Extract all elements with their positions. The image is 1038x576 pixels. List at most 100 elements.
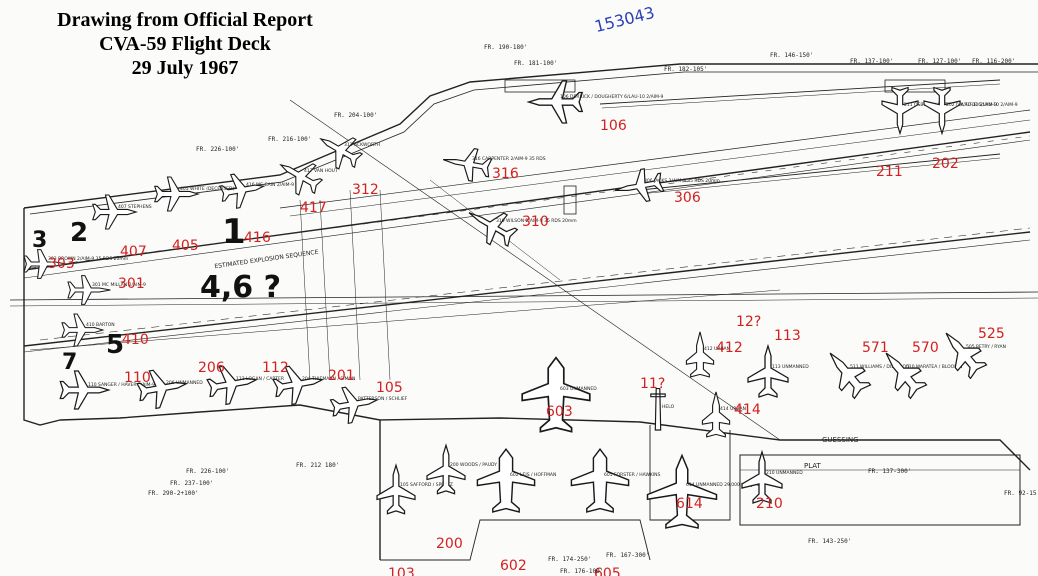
handwritten-aircraft-number: 110 xyxy=(124,370,151,386)
handwritten-aircraft-number: 301 xyxy=(118,276,145,292)
aircraft-label: 605 FORSTER / HAWKINS xyxy=(604,472,661,478)
aircraft-label: 511 WILLIAMS / DISELROD xyxy=(850,364,910,370)
aircraft-a414 xyxy=(701,391,731,438)
frame-position-label: FR. 212 180' xyxy=(296,462,340,469)
aircraft-a206 xyxy=(136,369,189,410)
frame-position-label: FR. 167-300' xyxy=(606,552,650,559)
aircraft-label: 316 CARPENTER 2/AIM-9 35 RDS xyxy=(472,156,546,162)
handwritten-aircraft-number: 106 xyxy=(600,118,627,134)
caption-line-2: CVA-59 Flight Deck xyxy=(99,33,271,55)
explosion-order-number: 2 xyxy=(70,218,89,248)
handwritten-aircraft-number: 206 xyxy=(198,360,225,376)
aircraft-label: 306 JACKS 2/AIM-9 35 RDS 20mm xyxy=(644,178,720,184)
aircraft-a614 xyxy=(646,453,718,529)
aircraft-label: 106 DERRICK / DOUGHERTY 6/LAU-10 2/AIM-9 xyxy=(560,94,664,100)
frame-position-label: FR. 190-180' xyxy=(484,44,528,51)
aircraft-silhouette xyxy=(153,176,201,212)
deck-area-label: GUESSING xyxy=(822,436,859,444)
handwritten-aircraft-number: 200 xyxy=(436,536,463,552)
aircraft-a200 xyxy=(426,443,466,495)
frame-position-label: FR. 116-200' xyxy=(972,58,1016,65)
frame-position-label: FR. 182-105' xyxy=(664,66,708,73)
aircraft-a316 xyxy=(442,148,493,182)
aircraft-silhouette xyxy=(614,168,665,202)
aircraft-label: 407 STEPHENS xyxy=(118,204,152,210)
aircraft-silhouette xyxy=(61,313,105,347)
aircraft-a303 xyxy=(23,249,67,279)
aircraft-silhouette xyxy=(91,194,139,230)
aircraft-silhouette xyxy=(701,391,731,438)
frame-position-label: FR. 146-150' xyxy=(770,52,814,59)
aircraft-silhouette xyxy=(829,352,872,400)
frame-position-label: FR. 127-100' xyxy=(918,58,962,65)
aircraft-a407 xyxy=(91,194,139,230)
aircraft-a505 xyxy=(945,332,988,380)
aircraft-label: 206 UNMANNED xyxy=(166,380,203,386)
aircraft-silhouette xyxy=(521,356,591,433)
aircraft-label: 105 SAFFORD / SPEETZ xyxy=(400,482,453,488)
aircraft-label: 110 SANGER / HAVER 2/AIM-9 xyxy=(88,382,155,388)
aircraft-silhouette xyxy=(646,453,718,529)
aircraft-a202 xyxy=(923,86,961,136)
aircraft-label: 210 UNMANNED xyxy=(766,470,803,476)
aircraft-silhouette xyxy=(206,365,259,406)
handwritten-aircraft-number: 416 xyxy=(244,230,271,246)
aircraft-a105 xyxy=(376,463,416,515)
aircraft-silhouette xyxy=(923,86,961,136)
aircraft-a510 xyxy=(885,352,928,400)
frame-position-label: FR. 92-15' xyxy=(1004,490,1038,497)
frame-position-label: FR. 216-100' xyxy=(268,136,312,143)
frame-position-label: FR. 137-100' xyxy=(850,58,894,65)
aircraft-label: 614 UNMANNED 29,000 LBS JP-5 xyxy=(686,482,760,488)
frame-position-label: FR. 237-100' xyxy=(170,480,214,487)
aircraft-silhouette xyxy=(442,148,493,182)
handwritten-aircraft-number: 201 xyxy=(328,368,355,384)
aircraft-heli xyxy=(650,388,666,431)
aircraft-silhouette xyxy=(741,449,783,504)
aircraft-silhouette xyxy=(67,275,111,305)
aircraft-silhouette xyxy=(570,448,630,513)
deck-outline xyxy=(9,63,1038,561)
aircraft-a412 xyxy=(685,331,715,378)
aircraft-a310 xyxy=(468,212,519,248)
aircraft-label: 200 WOODS / PAUDY xyxy=(450,462,497,468)
aircraft-a204 xyxy=(272,365,325,406)
frame-position-label: FR. 226-100' xyxy=(196,146,240,153)
aircraft-a605 xyxy=(570,448,630,513)
aircraft-a511 xyxy=(829,352,872,400)
handwritten-aircraft-number: 605 xyxy=(594,566,621,576)
aircraft-label: 510 MARATEA / BLOODIN xyxy=(906,364,962,370)
diagram-caption: Drawing from Official Report CVA-59 Flig… xyxy=(40,8,330,80)
aircraft-silhouette xyxy=(747,343,789,398)
frame-position-label: FR. 290-2+100' xyxy=(148,490,199,497)
aircraft-a110 xyxy=(59,370,111,410)
handwritten-aircraft-number: 112 xyxy=(262,360,289,376)
aircraft-label: 113 UNMANNED xyxy=(772,364,809,370)
aircraft-silhouette xyxy=(685,331,715,378)
aircraft-label: 603 UNMANNED xyxy=(560,386,597,392)
aircraft-a405 xyxy=(153,176,201,212)
aircraft-label: 410 BARTON xyxy=(86,322,115,328)
deck-edge-marks xyxy=(29,135,1031,341)
explosion-order-number: 5 xyxy=(106,330,125,360)
handwritten-aircraft-number: 316 xyxy=(492,166,519,182)
handwritten-aircraft-number: 414 xyxy=(734,402,761,418)
aircraft-silhouette xyxy=(279,163,324,196)
handwritten-aircraft-number: 410 xyxy=(122,332,149,348)
handwritten-aircraft-number: 11? xyxy=(640,376,666,392)
aircraft-label: 505 PETRY / RYAN xyxy=(966,344,1006,350)
aircraft-label: 412 URBAN xyxy=(704,346,730,352)
aircraft-a210 xyxy=(741,449,783,504)
handwritten-aircraft-number: 211 xyxy=(876,164,903,180)
aircraft-a312 xyxy=(319,137,364,170)
aircraft-label: 301 MC MILLAN 2/AIM-9 xyxy=(92,282,146,288)
handwritten-aircraft-number: 614 xyxy=(676,496,703,512)
aircraft-silhouette xyxy=(881,86,919,136)
aircraft-a603 xyxy=(521,356,591,433)
aircraft-a417 xyxy=(279,163,324,196)
aircraft-silhouette xyxy=(218,173,266,209)
caption-line-3: 29 July 1967 xyxy=(131,57,239,79)
handwritten-aircraft-number: 571 xyxy=(862,340,889,356)
aircraft-label: 112 LOGAN / CARTER xyxy=(236,376,284,382)
